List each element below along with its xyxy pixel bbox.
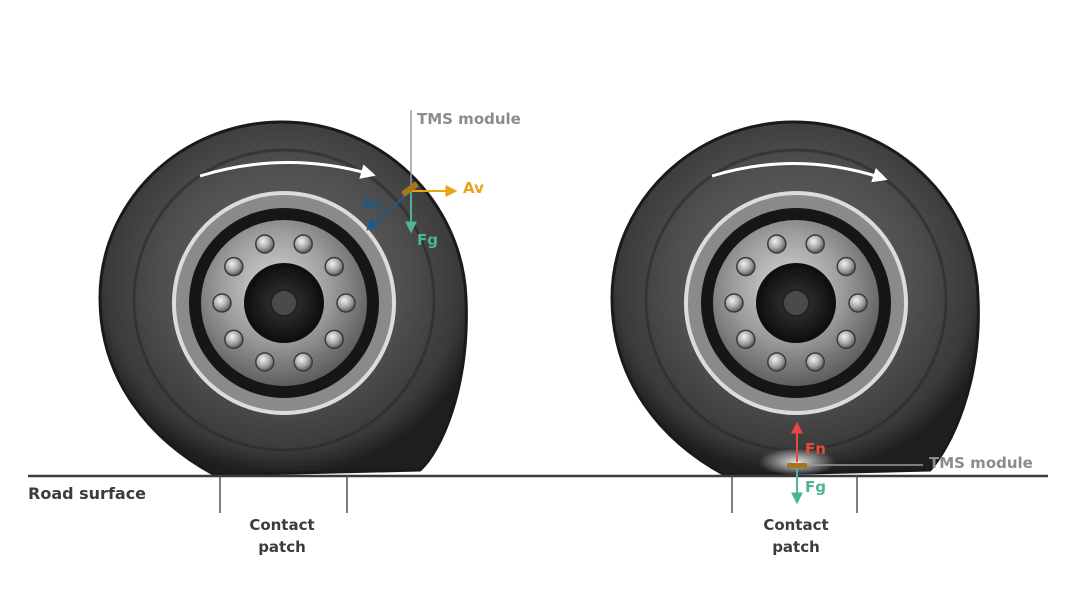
tms-module-marker-icon (401, 181, 419, 197)
lug-bolt (324, 329, 344, 350)
fg-label-left: Fg (417, 231, 438, 249)
lug-bolt (767, 352, 787, 372)
lug-bolt (736, 256, 756, 277)
lug-bolt (336, 293, 356, 313)
right-hub-cap (782, 289, 810, 317)
right-wheel-bolts (724, 234, 868, 372)
rotation-arrow-icon (199, 161, 376, 179)
lug-bolt (324, 256, 344, 277)
av-label: Av (463, 179, 484, 197)
lug-bolt (848, 293, 868, 313)
lug-bolt (836, 329, 856, 350)
contact-patch-left-label-line2: patch (258, 538, 306, 556)
lug-bolt (724, 293, 744, 313)
ac-vector (366, 191, 411, 231)
contact-patch-left-label-line1: Contact (249, 516, 314, 534)
lug-bolt (224, 329, 244, 350)
lug-bolt (767, 234, 787, 254)
lug-bolt (805, 234, 825, 254)
right-wheel (610, 120, 980, 477)
left-wheel (98, 120, 468, 477)
contact-patch-right-label-line2: patch (772, 538, 820, 556)
lug-bolt (255, 234, 275, 254)
road-surface-label: Road surface (28, 484, 146, 503)
fg-label-right: Fg (805, 478, 826, 496)
ac-label: Ac (362, 195, 383, 213)
rotation-arrow-icon (711, 162, 888, 183)
left-wheel-bolts (212, 234, 356, 372)
tms-module-label-right: TMS module (929, 454, 1033, 472)
contact-patch-right-label-line1: Contact (763, 516, 828, 534)
left-hub-cap (270, 289, 298, 317)
lug-bolt (255, 352, 275, 372)
lug-bolt (293, 234, 313, 254)
lug-bolt (805, 352, 825, 372)
lug-bolt (224, 256, 244, 277)
fn-label: Fn (805, 440, 826, 458)
left-tire-sidewall (132, 148, 436, 452)
lug-bolt (293, 352, 313, 372)
tms-module-label-left: TMS module (417, 110, 521, 128)
lug-bolt (212, 293, 232, 313)
lug-bolt (736, 329, 756, 350)
lug-bolt (836, 256, 856, 277)
tms-module-marker-icon (787, 463, 807, 468)
